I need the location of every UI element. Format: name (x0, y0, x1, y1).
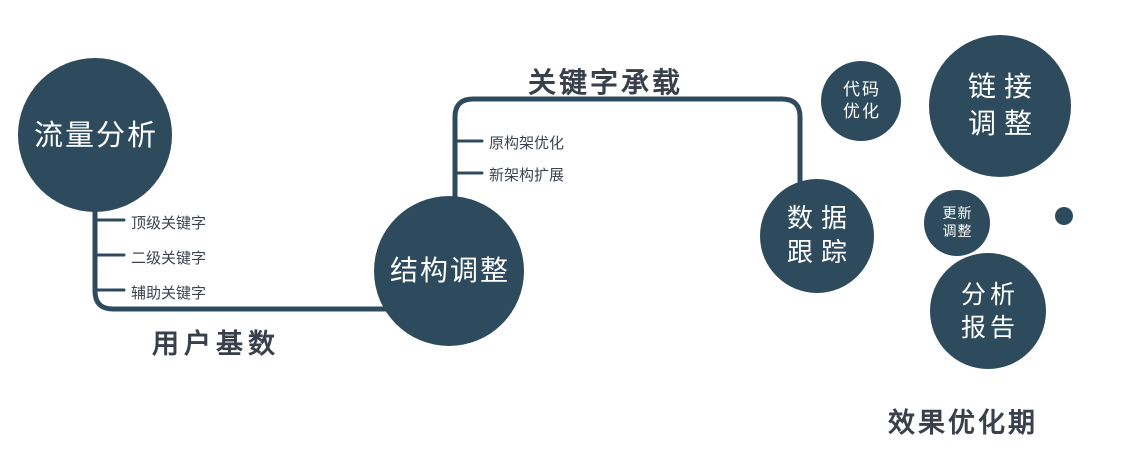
branch-label-second-keyword: 二级关键字 (131, 249, 207, 267)
code-optimization-node: 代码 优化 (821, 61, 901, 141)
code-optimization-line1: 代码 (843, 79, 881, 100)
structure-adjust-node: 结构调整 (374, 196, 524, 346)
analysis-report-line1: 分析 (960, 280, 1019, 309)
branch-label-aux-keyword: 辅助关键字 (131, 284, 207, 302)
keyword-bearing-label: 关键字承载 (528, 66, 684, 99)
user-base-label: 用户基数 (152, 329, 280, 360)
traffic-analysis-node: 流量分析 (18, 58, 172, 212)
data-tracking-line2: 跟踪 (786, 238, 855, 268)
branch-label-arch-optimize: 原构架优化 (489, 134, 565, 152)
code-optimization-line2: 优化 (843, 102, 881, 122)
update-adjust-line2: 调整 (942, 224, 973, 240)
link-adjust-line1: 链接 (967, 70, 1040, 104)
effect-phase-label: 效果优化期 (888, 408, 1038, 439)
dot-node (1055, 207, 1073, 225)
link-adjust-line2: 调整 (967, 107, 1040, 140)
update-adjust-line1: 更新 (942, 205, 973, 222)
analysis-report-node: 分析 报告 (930, 253, 1046, 369)
traffic-analysis-label: 流量分析 (33, 117, 158, 152)
data-tracking-node: 数据 跟踪 (760, 179, 874, 293)
branch-label-top-keyword: 顶级关键字 (131, 214, 207, 232)
update-adjust-node: 更新 调整 (924, 190, 990, 256)
structure-adjust-label: 结构调整 (389, 253, 510, 287)
data-tracking-line1: 数据 (786, 203, 855, 234)
link-adjust-node: 链接 调整 (929, 35, 1071, 177)
analysis-report-line2: 报告 (960, 313, 1019, 342)
branch-label-arch-expand: 新架构扩展 (489, 166, 565, 184)
edge-structure-to-tracking (452, 96, 803, 205)
